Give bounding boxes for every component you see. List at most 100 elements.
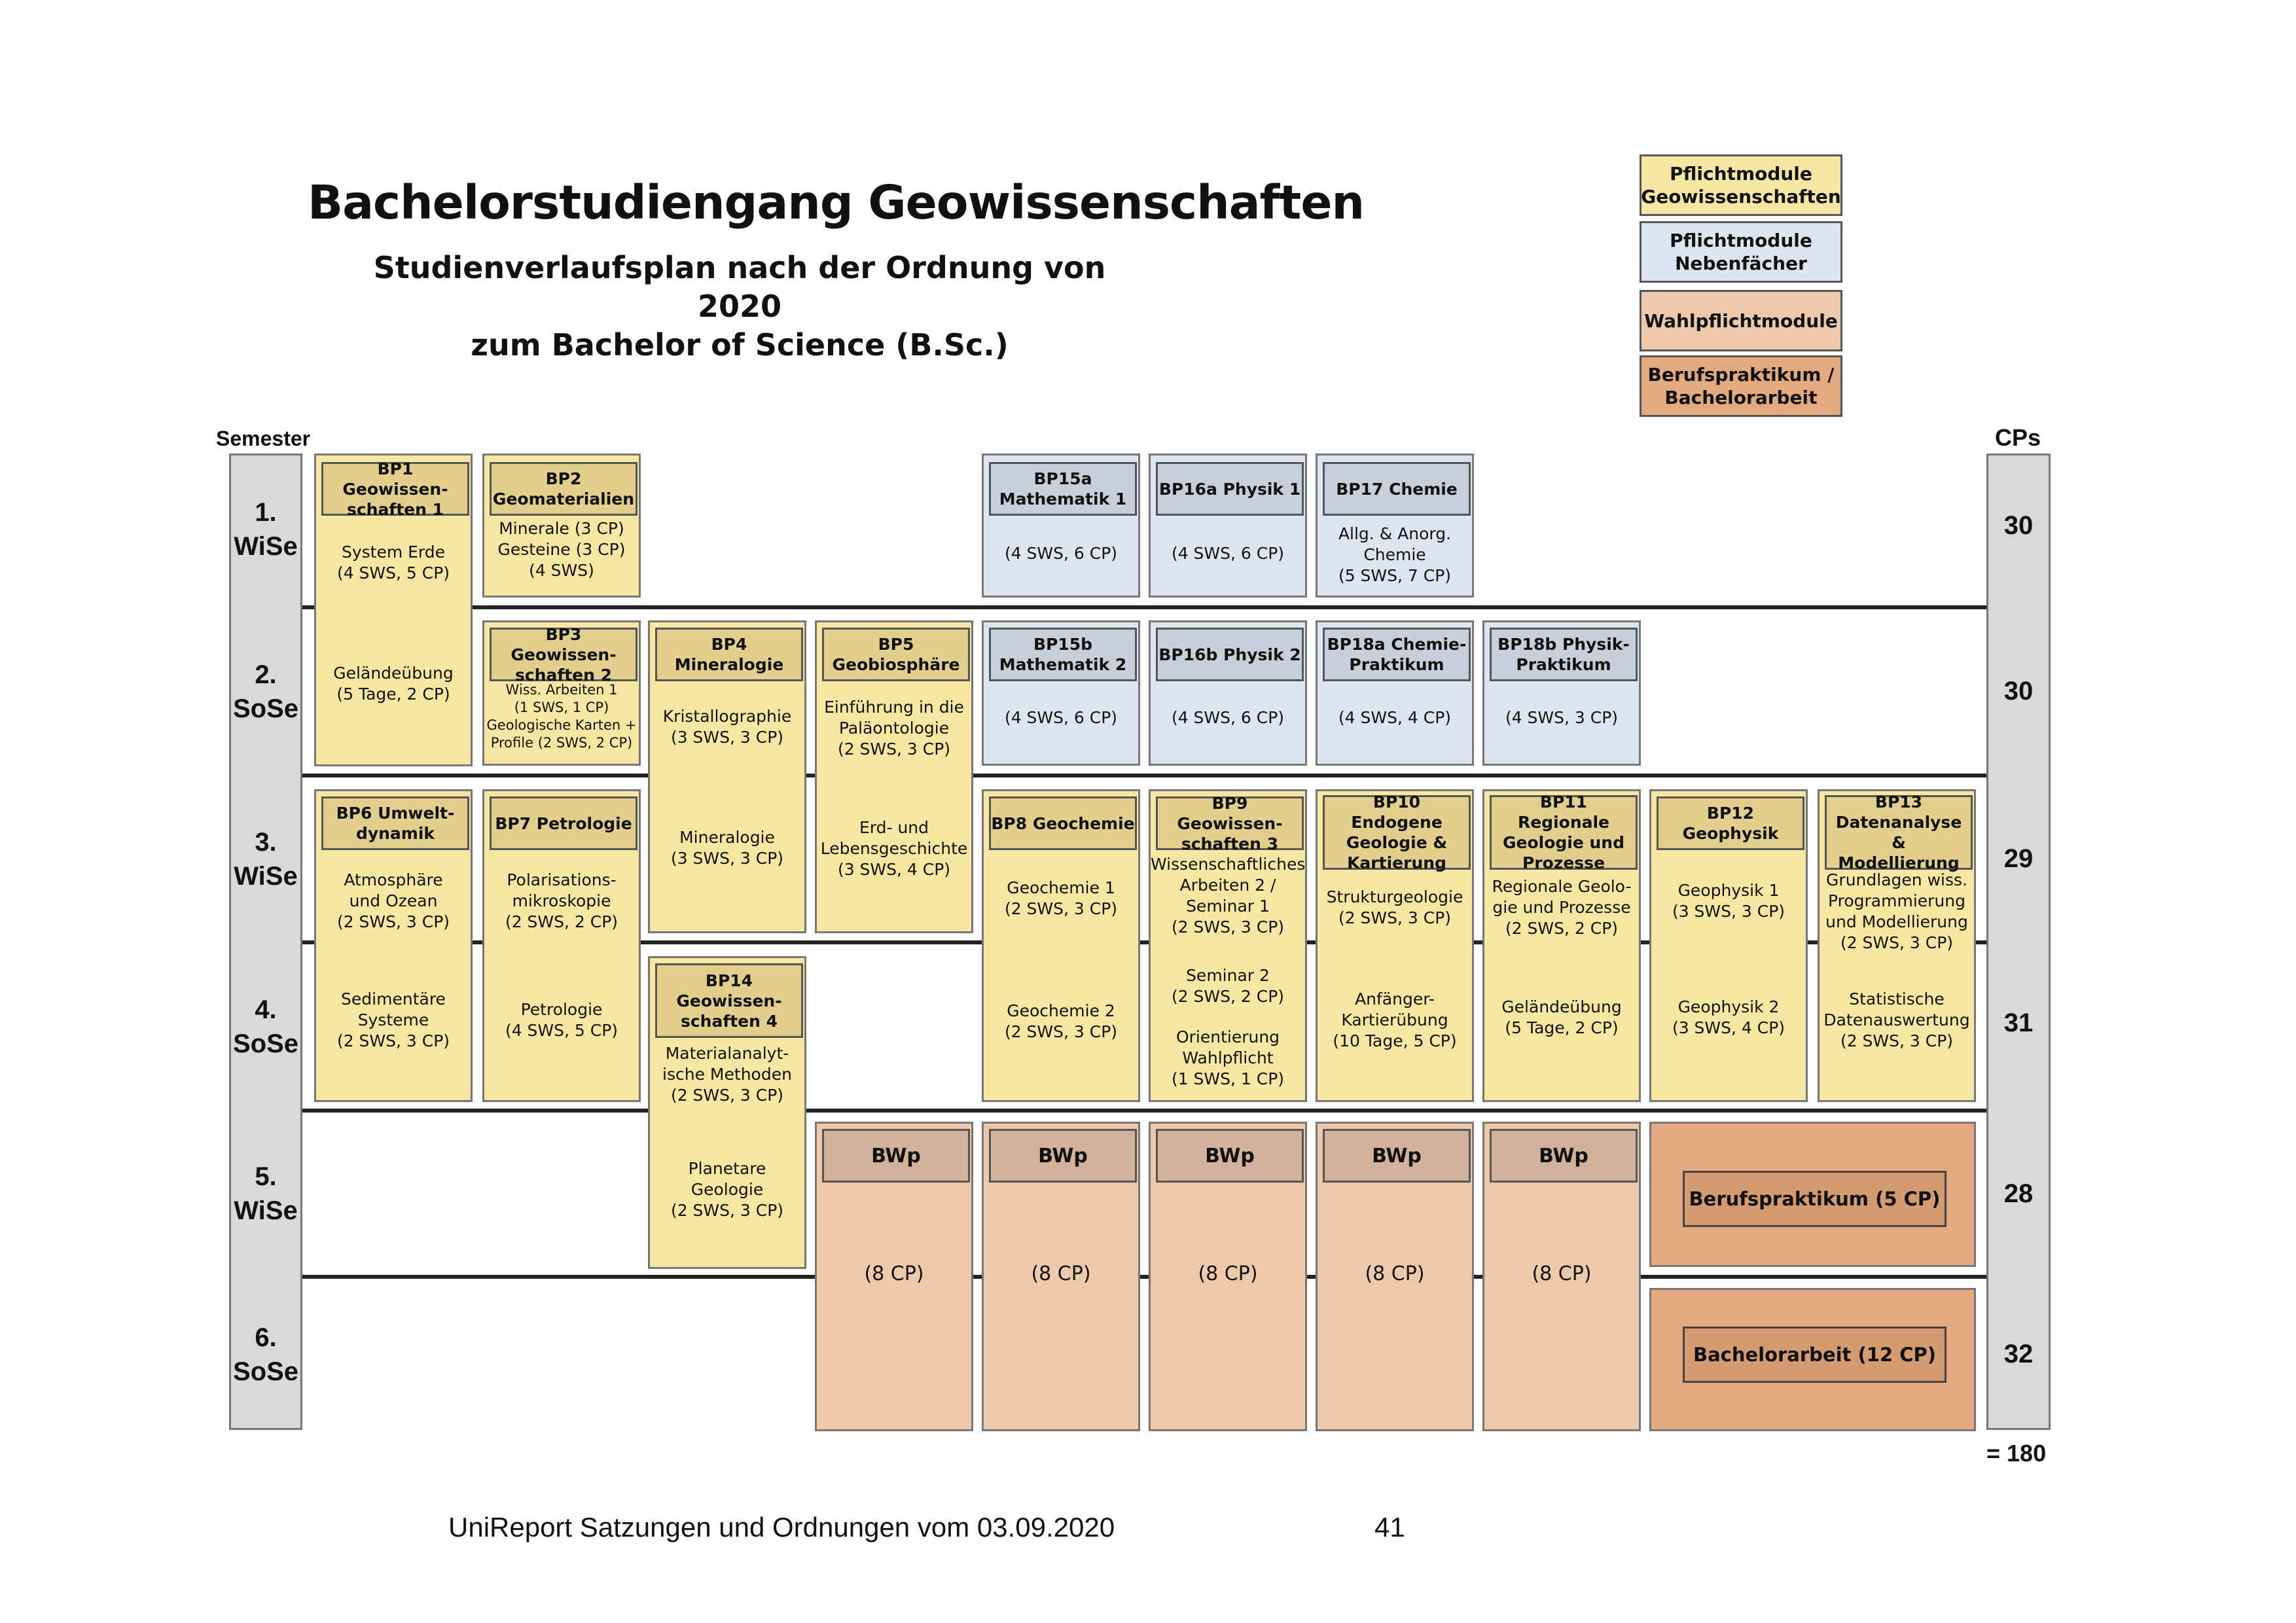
module-bp12-course1: Geophysik 1 (3 SWS, 3 CP) xyxy=(1672,881,1785,921)
module-bp16b-title: BP16b Physik 2 xyxy=(1156,628,1304,681)
module-bp18b-title: BP18b Physik- Praktikum xyxy=(1490,628,1638,681)
module-bwp-title: BWp xyxy=(1156,1129,1304,1183)
module-bp4-title: BP4 Mineralogie xyxy=(655,628,803,681)
semester-label: 2. SoSe xyxy=(232,660,299,723)
bachelorarbeit-label: Bachelorarbeit (12 CP) xyxy=(1683,1327,1946,1383)
module-bp1-course1: System Erde (4 SWS, 5 CP) xyxy=(336,543,450,582)
module-bp15b: BP15b Mathematik 2 (4 SWS, 6 CP) xyxy=(982,620,1140,766)
module-bp11: BP11 Regionale Geologie und Prozesse Reg… xyxy=(1482,789,1641,1102)
cp-total: = 180 xyxy=(1986,1440,2047,1467)
module-bp7: BP7 Petrologie Polarisations- mikroskopi… xyxy=(482,789,641,1102)
module-bp14-course2: Planetare Geologie (2 SWS, 3 CP) xyxy=(670,1159,784,1220)
module-bp18a-course1: (4 SWS, 4 CP) xyxy=(1338,708,1452,727)
module-bwp: BWp (8 CP) xyxy=(1316,1122,1474,1431)
module-bp1-course2: Geländeübung (5 Tage, 2 CP) xyxy=(333,664,454,704)
cp-value: 30 xyxy=(2003,677,2034,705)
module-bp7-course1: Polarisations- mikroskopie (2 SWS, 2 CP) xyxy=(505,870,619,931)
module-bp15a-course1: (4 SWS, 6 CP) xyxy=(1004,544,1118,563)
module-bp6-course2: Sedimentäre Systeme (2 SWS, 3 CP) xyxy=(336,990,450,1050)
module-bwp-cp: (8 CP) xyxy=(1365,1262,1425,1285)
semester-label: 4. SoSe xyxy=(232,995,299,1058)
module-bp13-title: BP13 Datenanalyse & Modellierung xyxy=(1825,793,1973,872)
module-bp13-course1: Grundlagen wiss. Programmierung und Mode… xyxy=(1825,870,1968,952)
module-bp17: BP17 Chemie Allg. & Anorg. Chemie (5 SWS… xyxy=(1316,454,1474,597)
module-bwp: BWp (8 CP) xyxy=(1149,1122,1307,1431)
module-bp4: BP4 Mineralogie Kristallographie (3 SWS,… xyxy=(648,620,806,933)
module-bp6: BP6 Umwelt- dynamik Atmosphäre und Ozean… xyxy=(314,789,473,1102)
module-bp15a-title: BP15a Mathematik 1 xyxy=(989,462,1137,516)
module-bp1-title: BP1 Geowissen- schaften 1 xyxy=(321,459,469,519)
module-bwp-title: BWp xyxy=(822,1129,970,1183)
cp-value: 30 xyxy=(2003,510,2034,540)
module-bp15b-title: BP15b Mathematik 2 xyxy=(989,628,1137,681)
module-bp16a-title: BP16a Physik 1 xyxy=(1156,462,1304,516)
module-bp11-course2: Geländeübung (5 Tage, 2 CP) xyxy=(1501,997,1622,1037)
page-title: Bachelorstudiengang Geowissenschaften xyxy=(308,175,1365,230)
module-bwp-title: BWp xyxy=(1490,1129,1638,1183)
module-berufspraktikum: Berufspraktikum (5 CP) xyxy=(1649,1122,1976,1267)
module-bwp: BWp (8 CP) xyxy=(1482,1122,1641,1431)
cps-header: CPs xyxy=(1995,424,2041,451)
module-bp18b: BP18b Physik- Praktikum (4 SWS, 3 CP) xyxy=(1482,620,1641,766)
module-bp10: BP10 Endogene Geologie & Kartierung Stru… xyxy=(1316,789,1474,1102)
module-bwp-title: BWp xyxy=(989,1129,1137,1183)
legend-pflicht-neben: Pflichtmodule Nebenfächer xyxy=(1640,221,1842,283)
module-bp8-course2: Geochemie 2 (2 SWS, 3 CP) xyxy=(1004,1001,1118,1041)
module-bp3: BP3 Geowissen- schaften 2 Wiss. Arbeiten… xyxy=(482,620,641,766)
module-bp5-course2: Erd- und Lebensgeschichte (3 SWS, 4 CP) xyxy=(820,818,968,879)
module-bp16a-course1: (4 SWS, 6 CP) xyxy=(1171,544,1285,563)
module-bp13: BP13 Datenanalyse & Modellierung Grundla… xyxy=(1818,789,1976,1102)
module-bwp: BWp (8 CP) xyxy=(982,1122,1140,1431)
cp-value: 29 xyxy=(2003,844,2034,873)
module-bp10-title: BP10 Endogene Geologie & Kartierung xyxy=(1323,793,1471,872)
footer-source: UniReport Satzungen und Ordnungen vom 03… xyxy=(448,1512,1115,1543)
module-bp8-course1: Geochemie 1 (2 SWS, 3 CP) xyxy=(1004,878,1118,918)
module-bp14-course1: Materialanalyt- ische Methoden (2 SWS, 3… xyxy=(662,1044,792,1105)
module-bp8-title: BP8 Geochemie xyxy=(989,796,1137,850)
module-bp3-course1: Wiss. Arbeiten 1 (1 SWS, 1 CP) Geologisc… xyxy=(486,682,637,751)
module-bp16b-course1: (4 SWS, 6 CP) xyxy=(1171,708,1285,727)
module-bp14: BP14 Geowissen- schaften 4 Materialanaly… xyxy=(648,956,806,1269)
module-bp15a: BP15a Mathematik 1 (4 SWS, 6 CP) xyxy=(982,454,1140,597)
module-bwp: BWp (8 CP) xyxy=(815,1122,973,1431)
module-bp9: BP9 Geowissen- schaften 3 Wissenschaftli… xyxy=(1149,789,1307,1102)
module-bp6-course1: Atmosphäre und Ozean (2 SWS, 3 CP) xyxy=(336,870,450,931)
module-bp4-course1: Kristallographie (3 SWS, 3 CP) xyxy=(662,707,792,747)
module-bwp-cp: (8 CP) xyxy=(1031,1262,1091,1285)
module-bp14-title: BP14 Geowissen- schaften 4 xyxy=(655,963,803,1038)
module-bwp-cp: (8 CP) xyxy=(864,1262,924,1285)
semester-column xyxy=(229,454,302,1430)
module-bp2: BP2 Geomaterialien Minerale (3 CP) Geste… xyxy=(482,454,641,597)
berufspraktikum-label: Berufspraktikum (5 CP) xyxy=(1683,1171,1946,1227)
legend-beruf-bachelor: Berufspraktikum / Bachelorarbeit xyxy=(1640,355,1842,417)
module-bp5: BP5 Geobiosphäre Einführung in die Paläo… xyxy=(815,620,973,933)
module-bp3-title: BP3 Geowissen- schaften 2 xyxy=(490,625,637,685)
module-bp5-title: BP5 Geobiosphäre xyxy=(822,628,970,681)
cp-column xyxy=(1986,454,2051,1430)
module-bwp-title: BWp xyxy=(1323,1129,1471,1183)
module-bp2-title: BP2 Geomaterialien xyxy=(490,462,637,516)
module-bp12-course2: Geophysik 2 (3 SWS, 4 CP) xyxy=(1672,997,1785,1037)
cp-value: 31 xyxy=(2003,1008,2034,1037)
module-bp5-course1: Einführung in die Paläontologie (2 SWS, … xyxy=(824,698,964,758)
module-bp2-course1: Minerale (3 CP) Gesteine (3 CP) (4 SWS) xyxy=(497,519,626,580)
module-bp16b: BP16b Physik 2 (4 SWS, 6 CP) xyxy=(1149,620,1307,766)
module-bp1: BP1 Geowissen- schaften 1 System Erde (4… xyxy=(314,454,473,766)
footer-page-number: 41 xyxy=(1374,1512,1405,1543)
module-bp8: BP8 Geochemie Geochemie 1 (2 SWS, 3 CP) … xyxy=(982,789,1140,1102)
semester-label: 3. WiSe xyxy=(234,827,298,891)
semester-label: 1. WiSe xyxy=(234,498,298,561)
cp-value: 32 xyxy=(2003,1340,2034,1368)
module-bp11-course1: Regionale Geolo- gie und Prozesse (2 SWS… xyxy=(1492,877,1632,938)
module-bp13-course2: Statistische Datenauswertung (2 SWS, 3 C… xyxy=(1823,990,1970,1050)
module-bp17-title: BP17 Chemie xyxy=(1323,462,1471,516)
module-bp9-title: BP9 Geowissen- schaften 3 xyxy=(1156,794,1304,853)
module-bp15b-course1: (4 SWS, 6 CP) xyxy=(1004,708,1118,727)
module-bp9-course2: Seminar 2 (2 SWS, 2 CP) xyxy=(1171,966,1285,1006)
module-bp16a: BP16a Physik 1 (4 SWS, 6 CP) xyxy=(1149,454,1307,597)
module-bp9-course1: Wissenschaftliches Arbeiten 2 / Seminar … xyxy=(1151,855,1306,936)
module-bwp-cp: (8 CP) xyxy=(1198,1262,1258,1285)
semester-header: Semester xyxy=(216,427,311,450)
module-bp18a-title: BP18a Chemie- Praktikum xyxy=(1323,628,1471,681)
module-bp6-title: BP6 Umwelt- dynamik xyxy=(321,796,469,850)
